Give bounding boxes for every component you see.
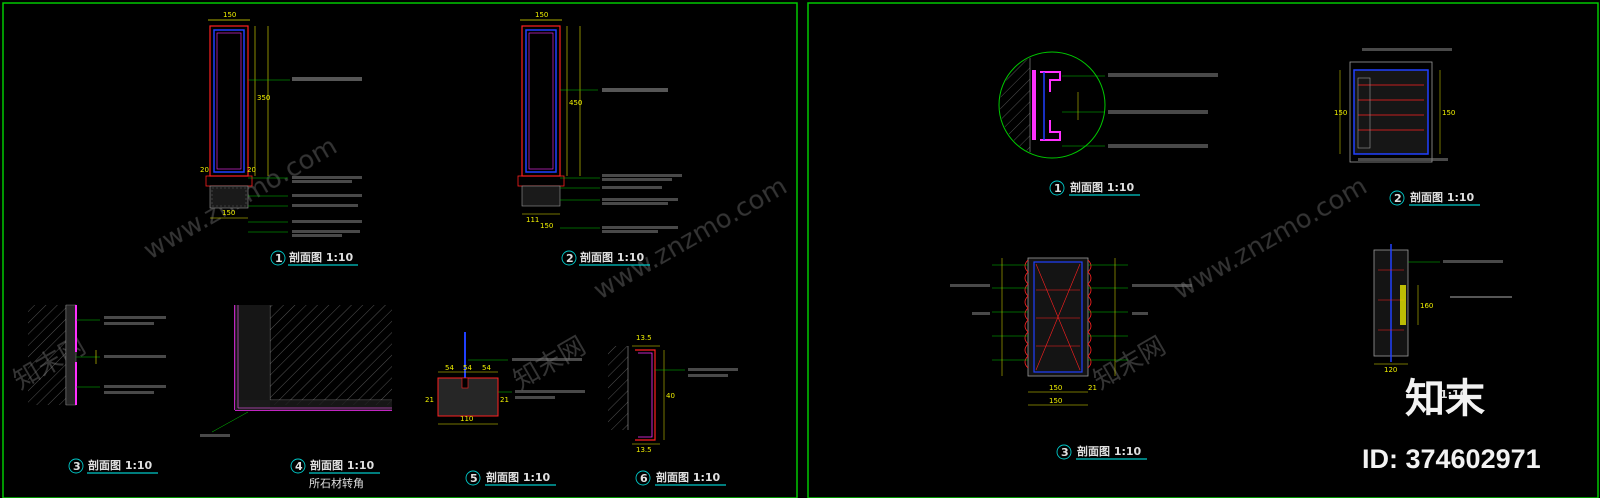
left-detail-2: 150 450 111 150 2 剖面图 1:10 bbox=[517, 11, 682, 266]
dim-label: 21 bbox=[1088, 384, 1097, 392]
detail-title: 剖面图 1:10 bbox=[1070, 180, 1135, 194]
right-detail-label-1: 1 剖面图 1:10 bbox=[1049, 180, 1140, 196]
dim-label: 150 bbox=[535, 11, 548, 19]
detail-number: 2 bbox=[566, 252, 574, 265]
detail-title: 剖面图 1:10 bbox=[580, 250, 645, 264]
dim-label: 110 bbox=[460, 415, 473, 423]
dim-label: 150 bbox=[1049, 397, 1062, 405]
right-detail-label-3: 3 剖面图 1:10 bbox=[1056, 444, 1147, 460]
right-detail-label-2: 2 剖面图 1:10 bbox=[1389, 190, 1480, 206]
dim-label: 13.5 bbox=[636, 334, 652, 342]
dim-label: 150 bbox=[1334, 109, 1347, 117]
detail-label-6: 6 剖面图 1:10 bbox=[635, 470, 726, 486]
detail-label-1: 1 剖面图 1:10 bbox=[270, 250, 358, 266]
dim-label: 13.5 bbox=[636, 446, 652, 454]
detail-number: 5 bbox=[470, 472, 478, 485]
detail-title: 剖面图 1:10 bbox=[1077, 444, 1142, 458]
dim-label: 150 bbox=[1049, 384, 1062, 392]
right-detail-4: 160 120 1:10 bbox=[1373, 244, 1512, 401]
detail-number: 1 bbox=[1054, 182, 1062, 195]
detail-title: 1:10 bbox=[1440, 388, 1468, 401]
watermark-text: www.znzmo.com bbox=[1169, 171, 1373, 306]
left-detail-5: 54 54 54 110 21 21 5 剖面图 1:10 bbox=[425, 332, 585, 486]
dim-label: 120 bbox=[1384, 366, 1397, 374]
dim-label: 160 bbox=[1420, 302, 1433, 310]
detail-label-4: 4 剖面图 1:10 所石材转角 bbox=[290, 458, 380, 490]
left-sheet-frame bbox=[2, 2, 798, 498]
detail-label-2: 2 剖面图 1:10 bbox=[561, 250, 650, 266]
watermark-cn-text: 知末网 bbox=[1089, 331, 1172, 396]
detail-title: 剖面图 1:10 bbox=[1410, 190, 1475, 204]
right-detail-1: 1 剖面图 1:10 bbox=[998, 51, 1218, 196]
detail-title: 剖面图 1:10 bbox=[289, 250, 354, 264]
detail-title: 剖面图 1:10 bbox=[310, 458, 375, 472]
dim-label: 150 bbox=[540, 222, 553, 230]
watermark-text: www.znzmo.com bbox=[589, 171, 793, 306]
dim-label: 21 bbox=[500, 396, 509, 404]
detail-title: 剖面图 1:10 bbox=[656, 470, 721, 484]
detail-number: 1 bbox=[275, 252, 283, 265]
detail-number: 4 bbox=[295, 460, 303, 473]
dim-label: 54 bbox=[445, 364, 454, 372]
dim-label: 150 bbox=[223, 11, 236, 19]
dim-label: 40 bbox=[666, 392, 675, 400]
dim-label: 20 bbox=[247, 166, 256, 174]
dim-label: 150 bbox=[1442, 109, 1455, 117]
watermark-layer: www.znzmo.com www.znzmo.com www.znzmo.co… bbox=[9, 131, 1373, 396]
detail-sublabel: 所石材转角 bbox=[309, 476, 364, 490]
detail-title: 剖面图 1:10 bbox=[88, 458, 153, 472]
brand-overlay: 知末 ID: 374602971 bbox=[1362, 376, 1541, 474]
right-detail-2: 150 150 2 剖面图 1:10 bbox=[1334, 48, 1480, 206]
znzmo-logo: 知末 bbox=[1405, 376, 1485, 422]
right-detail-3: 150 21 150 3 剖面图 1:10 bbox=[950, 257, 1192, 460]
left-detail-6: 13.5 13.5 40 6 剖面图 1:10 bbox=[608, 334, 738, 486]
dim-label: 111 bbox=[526, 216, 539, 224]
detail-number: 6 bbox=[640, 472, 648, 485]
dim-label: 20 bbox=[200, 166, 209, 174]
watermark-cn-text: 知末网 bbox=[509, 331, 592, 396]
detail-label-5: 5 剖面图 1:10 bbox=[465, 470, 556, 486]
left-detail-4: 4 剖面图 1:10 所石材转角 bbox=[200, 305, 392, 490]
dim-label: 54 bbox=[463, 364, 472, 372]
detail-number: 3 bbox=[73, 460, 81, 473]
dim-label: 150 bbox=[222, 209, 235, 217]
right-detail-label-4: 1:10 bbox=[1440, 388, 1468, 401]
detail-title: 剖面图 1:10 bbox=[486, 470, 551, 484]
dim-label: 21 bbox=[425, 396, 434, 404]
right-sheet-frame bbox=[807, 2, 1599, 498]
detail-number: 2 bbox=[1394, 192, 1402, 205]
dim-label: 350 bbox=[257, 94, 270, 102]
detail-number: 3 bbox=[1061, 446, 1069, 459]
image-id-label: ID: 374602971 bbox=[1362, 444, 1541, 474]
dim-label: 450 bbox=[569, 99, 582, 107]
left-detail-3: 3 剖面图 1:10 bbox=[28, 304, 166, 474]
left-detail-1: 150 350 20 20 150 1 剖面图 1:10 bbox=[200, 11, 362, 266]
dim-label: 54 bbox=[482, 364, 491, 372]
detail-label-3: 3 剖面图 1:10 bbox=[68, 458, 158, 474]
